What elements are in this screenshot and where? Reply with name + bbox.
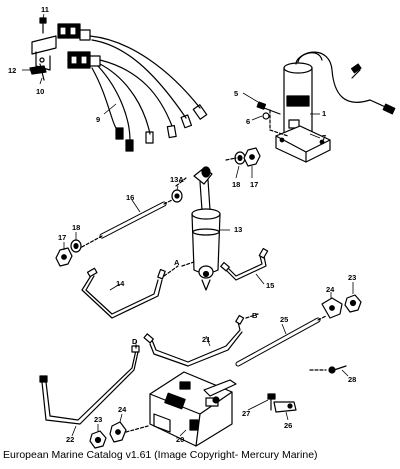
callout-label: 26	[284, 421, 292, 430]
callout-label: 11	[41, 5, 49, 14]
callout-label: 15	[266, 281, 274, 290]
clip-12	[29, 65, 47, 75]
callout-label: 14	[116, 279, 125, 288]
callout-label: 13A	[170, 175, 184, 184]
callout-label: 22	[66, 435, 74, 444]
callout-label: 9	[96, 115, 100, 124]
bushing-13a	[171, 189, 183, 203]
washer-6	[262, 112, 270, 120]
callout-label: 5	[234, 89, 238, 98]
nut-23-right	[344, 294, 362, 313]
callout-label: 24	[326, 285, 335, 294]
harness-connector-bottom	[67, 51, 101, 69]
callout-label: 24	[118, 405, 127, 414]
callout-label: 27	[242, 409, 250, 418]
nut-23-lower	[89, 430, 107, 449]
trim-cylinder-13	[191, 166, 221, 291]
fitting-24-lower	[109, 421, 149, 443]
callout-label: 10	[36, 87, 44, 96]
nut-17-upper	[243, 147, 261, 167]
guide-lines	[135, 157, 327, 371]
callout-label: 28	[348, 375, 356, 384]
screw-27	[267, 393, 276, 411]
callout-label: 18	[72, 223, 80, 232]
callout-label: 20	[176, 435, 184, 444]
nut-17-lower	[55, 247, 73, 267]
rod-25	[235, 315, 327, 367]
callout-label: 17	[250, 180, 258, 189]
hose-15	[220, 247, 269, 281]
hose-21	[143, 314, 245, 367]
bracket-26	[273, 401, 297, 413]
callout-label: 18	[232, 180, 240, 189]
callout-label: 12	[8, 66, 16, 75]
callout-label: A	[174, 258, 180, 267]
screw-11	[39, 17, 47, 34]
hose-14	[81, 265, 179, 319]
screw-5	[256, 101, 289, 137]
callout-label: D	[132, 337, 138, 346]
harness-connector-top	[57, 23, 91, 41]
pump-base-7	[275, 125, 331, 163]
pump-motor-1	[283, 51, 396, 138]
callout-label: 7	[322, 133, 326, 142]
copyright-caption: European Marine Catalog v1.61 (Image Cop…	[3, 449, 318, 461]
leader-lines	[22, 13, 354, 437]
callout-label: 16	[126, 193, 134, 202]
pin-28	[328, 365, 347, 374]
fitting-24-right	[321, 297, 343, 319]
callout-label: 21	[202, 335, 210, 344]
hose-22	[39, 345, 140, 425]
washer-18-lower	[70, 239, 82, 253]
callout-label: 25	[280, 315, 288, 324]
pin-16	[79, 199, 173, 249]
callout-label: 6	[246, 117, 250, 126]
callout-label: 13	[234, 225, 242, 234]
callout-label: 23	[348, 273, 356, 282]
manifold-20	[149, 371, 237, 447]
callout-label: B	[252, 311, 258, 320]
washer-18-upper	[234, 151, 246, 165]
callout-label: 1	[322, 109, 326, 118]
wire-harness-9	[89, 35, 208, 152]
callout-label: 17	[58, 233, 66, 242]
callout-label: 23	[94, 415, 102, 424]
